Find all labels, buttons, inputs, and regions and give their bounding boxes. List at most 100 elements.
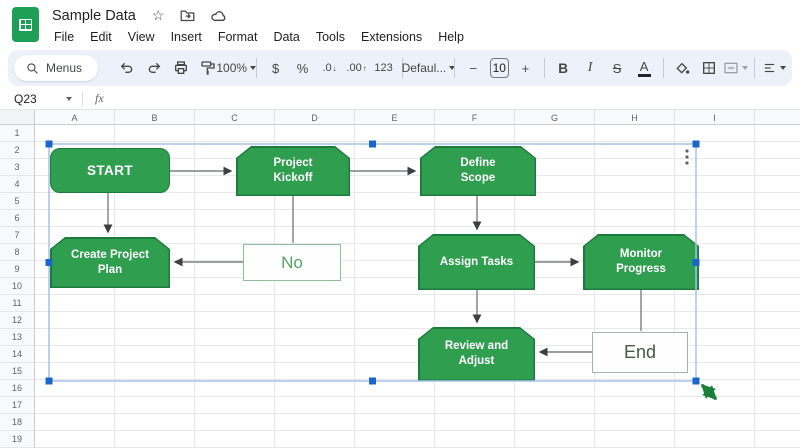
row-header[interactable]: 12 bbox=[0, 312, 34, 329]
menus-label: Menus bbox=[46, 61, 83, 75]
menu-format[interactable]: Format bbox=[217, 30, 258, 44]
star-icon[interactable]: ☆ bbox=[151, 7, 165, 23]
paint-format-button[interactable] bbox=[195, 55, 220, 81]
toolbar: Menus 100% $ % .0↓ .00↑ 123 Defaul... bbox=[8, 50, 792, 86]
cloud-status-icon[interactable] bbox=[211, 10, 227, 22]
column-header-partial[interactable] bbox=[755, 110, 800, 125]
row-header[interactable]: 19 bbox=[0, 431, 34, 448]
flow-node-label: Review and Adjust bbox=[444, 340, 509, 367]
decrease-font-size-button[interactable]: − bbox=[469, 60, 478, 76]
menus-search-button[interactable]: Menus bbox=[14, 55, 99, 81]
document-title[interactable]: Sample Data bbox=[52, 7, 136, 24]
row-headers: 1 2 3 4 5 6 7 8 9 10 11 12 13 14 15 16 1… bbox=[0, 125, 35, 448]
flow-node-label: No bbox=[281, 252, 303, 272]
bold-button[interactable]: B bbox=[558, 60, 568, 76]
menubar: File Edit View Insert Format Data Tools … bbox=[46, 28, 472, 46]
more-formats-button[interactable]: 123 bbox=[374, 62, 393, 74]
merge-cells-button[interactable] bbox=[723, 55, 749, 81]
row-header[interactable]: 11 bbox=[0, 295, 34, 312]
column-header-g[interactable]: G bbox=[515, 110, 595, 125]
row-header[interactable]: 17 bbox=[0, 397, 34, 414]
horizontal-align-button[interactable] bbox=[761, 55, 786, 81]
menu-help[interactable]: Help bbox=[438, 30, 464, 44]
row-header[interactable]: 16 bbox=[0, 380, 34, 397]
font-select[interactable]: Defaul... bbox=[402, 55, 456, 81]
flow-node-start[interactable]: START bbox=[50, 148, 170, 193]
menu-view[interactable]: View bbox=[127, 30, 155, 44]
menu-tools[interactable]: Tools bbox=[315, 30, 346, 44]
flow-node-label: Create Project Plan bbox=[71, 248, 149, 276]
flow-node-define-scope[interactable]: Define Scope bbox=[420, 146, 536, 196]
increase-decimals-button[interactable]: .00↑ bbox=[346, 62, 367, 74]
flow-node-project-kickoff[interactable]: Project Kickoff bbox=[236, 146, 350, 196]
chevron-down-icon bbox=[742, 66, 749, 70]
row-header[interactable]: 14 bbox=[0, 346, 34, 363]
italic-button[interactable]: I bbox=[587, 60, 593, 75]
chevron-down-icon bbox=[250, 66, 257, 70]
menu-insert[interactable]: Insert bbox=[170, 30, 202, 44]
text-color-bar bbox=[637, 73, 651, 77]
currency-format-button[interactable]: $ bbox=[271, 60, 280, 76]
formula-bar: Q23 fx bbox=[0, 88, 800, 110]
column-header-c[interactable]: C bbox=[195, 110, 275, 125]
font-size-input[interactable]: 10 bbox=[489, 58, 509, 78]
row-header[interactable]: 2 bbox=[0, 142, 34, 159]
flow-node-assign-tasks[interactable]: Assign Tasks bbox=[418, 234, 535, 290]
column-header-b[interactable]: B bbox=[115, 110, 195, 125]
row-header[interactable]: 10 bbox=[0, 278, 34, 295]
row-header[interactable]: 13 bbox=[0, 329, 34, 346]
row-header[interactable]: 5 bbox=[0, 193, 34, 210]
toolbar-divider bbox=[543, 58, 545, 78]
menu-extensions[interactable]: Extensions bbox=[361, 30, 423, 44]
row-header[interactable]: 15 bbox=[0, 363, 34, 380]
row-header[interactable]: 1 bbox=[0, 125, 34, 142]
column-headers: A B C D E F G H I bbox=[35, 110, 800, 125]
flow-node-label: Project Kickoff bbox=[273, 157, 313, 184]
flow-node-no[interactable]: No bbox=[243, 244, 341, 281]
sheets-logo-icon[interactable] bbox=[12, 7, 39, 42]
select-all-corner[interactable] bbox=[0, 110, 35, 125]
column-header-f[interactable]: F bbox=[435, 110, 515, 125]
column-header-a[interactable]: A bbox=[35, 110, 115, 125]
flow-node-label: Monitor Progress bbox=[616, 248, 666, 275]
strikethrough-button[interactable]: S bbox=[612, 60, 622, 76]
move-folder-icon[interactable] bbox=[180, 9, 195, 22]
row-header[interactable]: 3 bbox=[0, 159, 34, 176]
row-header[interactable]: 4 bbox=[0, 176, 34, 193]
toolbar-divider bbox=[662, 58, 664, 78]
zoom-select[interactable]: 100% bbox=[216, 55, 257, 81]
row-header[interactable]: 9 bbox=[0, 261, 34, 278]
row-header[interactable]: 18 bbox=[0, 414, 34, 431]
zoom-value: 100% bbox=[216, 61, 248, 75]
flow-node-label: End bbox=[623, 342, 657, 362]
menu-edit[interactable]: Edit bbox=[90, 30, 112, 44]
fill-color-button[interactable] bbox=[669, 55, 694, 81]
divider bbox=[82, 91, 83, 106]
column-header-i[interactable]: I bbox=[675, 110, 755, 125]
print-button[interactable] bbox=[168, 55, 193, 81]
undo-button[interactable] bbox=[114, 55, 139, 81]
flow-node-monitor-progress[interactable]: Monitor Progress bbox=[583, 234, 699, 290]
percent-format-button[interactable]: % bbox=[296, 60, 309, 76]
flow-node-end[interactable]: End bbox=[592, 332, 688, 373]
menu-data[interactable]: Data bbox=[273, 30, 300, 44]
increase-font-size-button[interactable]: + bbox=[521, 60, 530, 76]
column-header-d[interactable]: D bbox=[275, 110, 355, 125]
chevron-down-icon[interactable] bbox=[66, 96, 72, 101]
menu-file[interactable]: File bbox=[54, 30, 75, 44]
flow-node-label: Define Scope bbox=[460, 157, 496, 184]
redo-button[interactable] bbox=[141, 55, 166, 81]
name-box[interactable]: Q23 bbox=[14, 91, 37, 106]
column-header-e[interactable]: E bbox=[355, 110, 435, 125]
row-header[interactable]: 7 bbox=[0, 227, 34, 244]
fx-icon: fx bbox=[95, 91, 104, 105]
row-header[interactable]: 8 bbox=[0, 244, 34, 261]
flow-node-review-and-adjust[interactable]: Review and Adjust bbox=[418, 327, 535, 381]
borders-button[interactable] bbox=[696, 55, 721, 81]
flow-node-create-project-plan[interactable]: Create Project Plan bbox=[50, 237, 170, 288]
font-name: Defaul... bbox=[401, 61, 447, 75]
text-color-button[interactable]: A bbox=[632, 55, 657, 81]
decrease-decimals-button[interactable]: .0↓ bbox=[322, 62, 337, 74]
row-header[interactable]: 6 bbox=[0, 210, 34, 227]
column-header-h[interactable]: H bbox=[595, 110, 675, 125]
